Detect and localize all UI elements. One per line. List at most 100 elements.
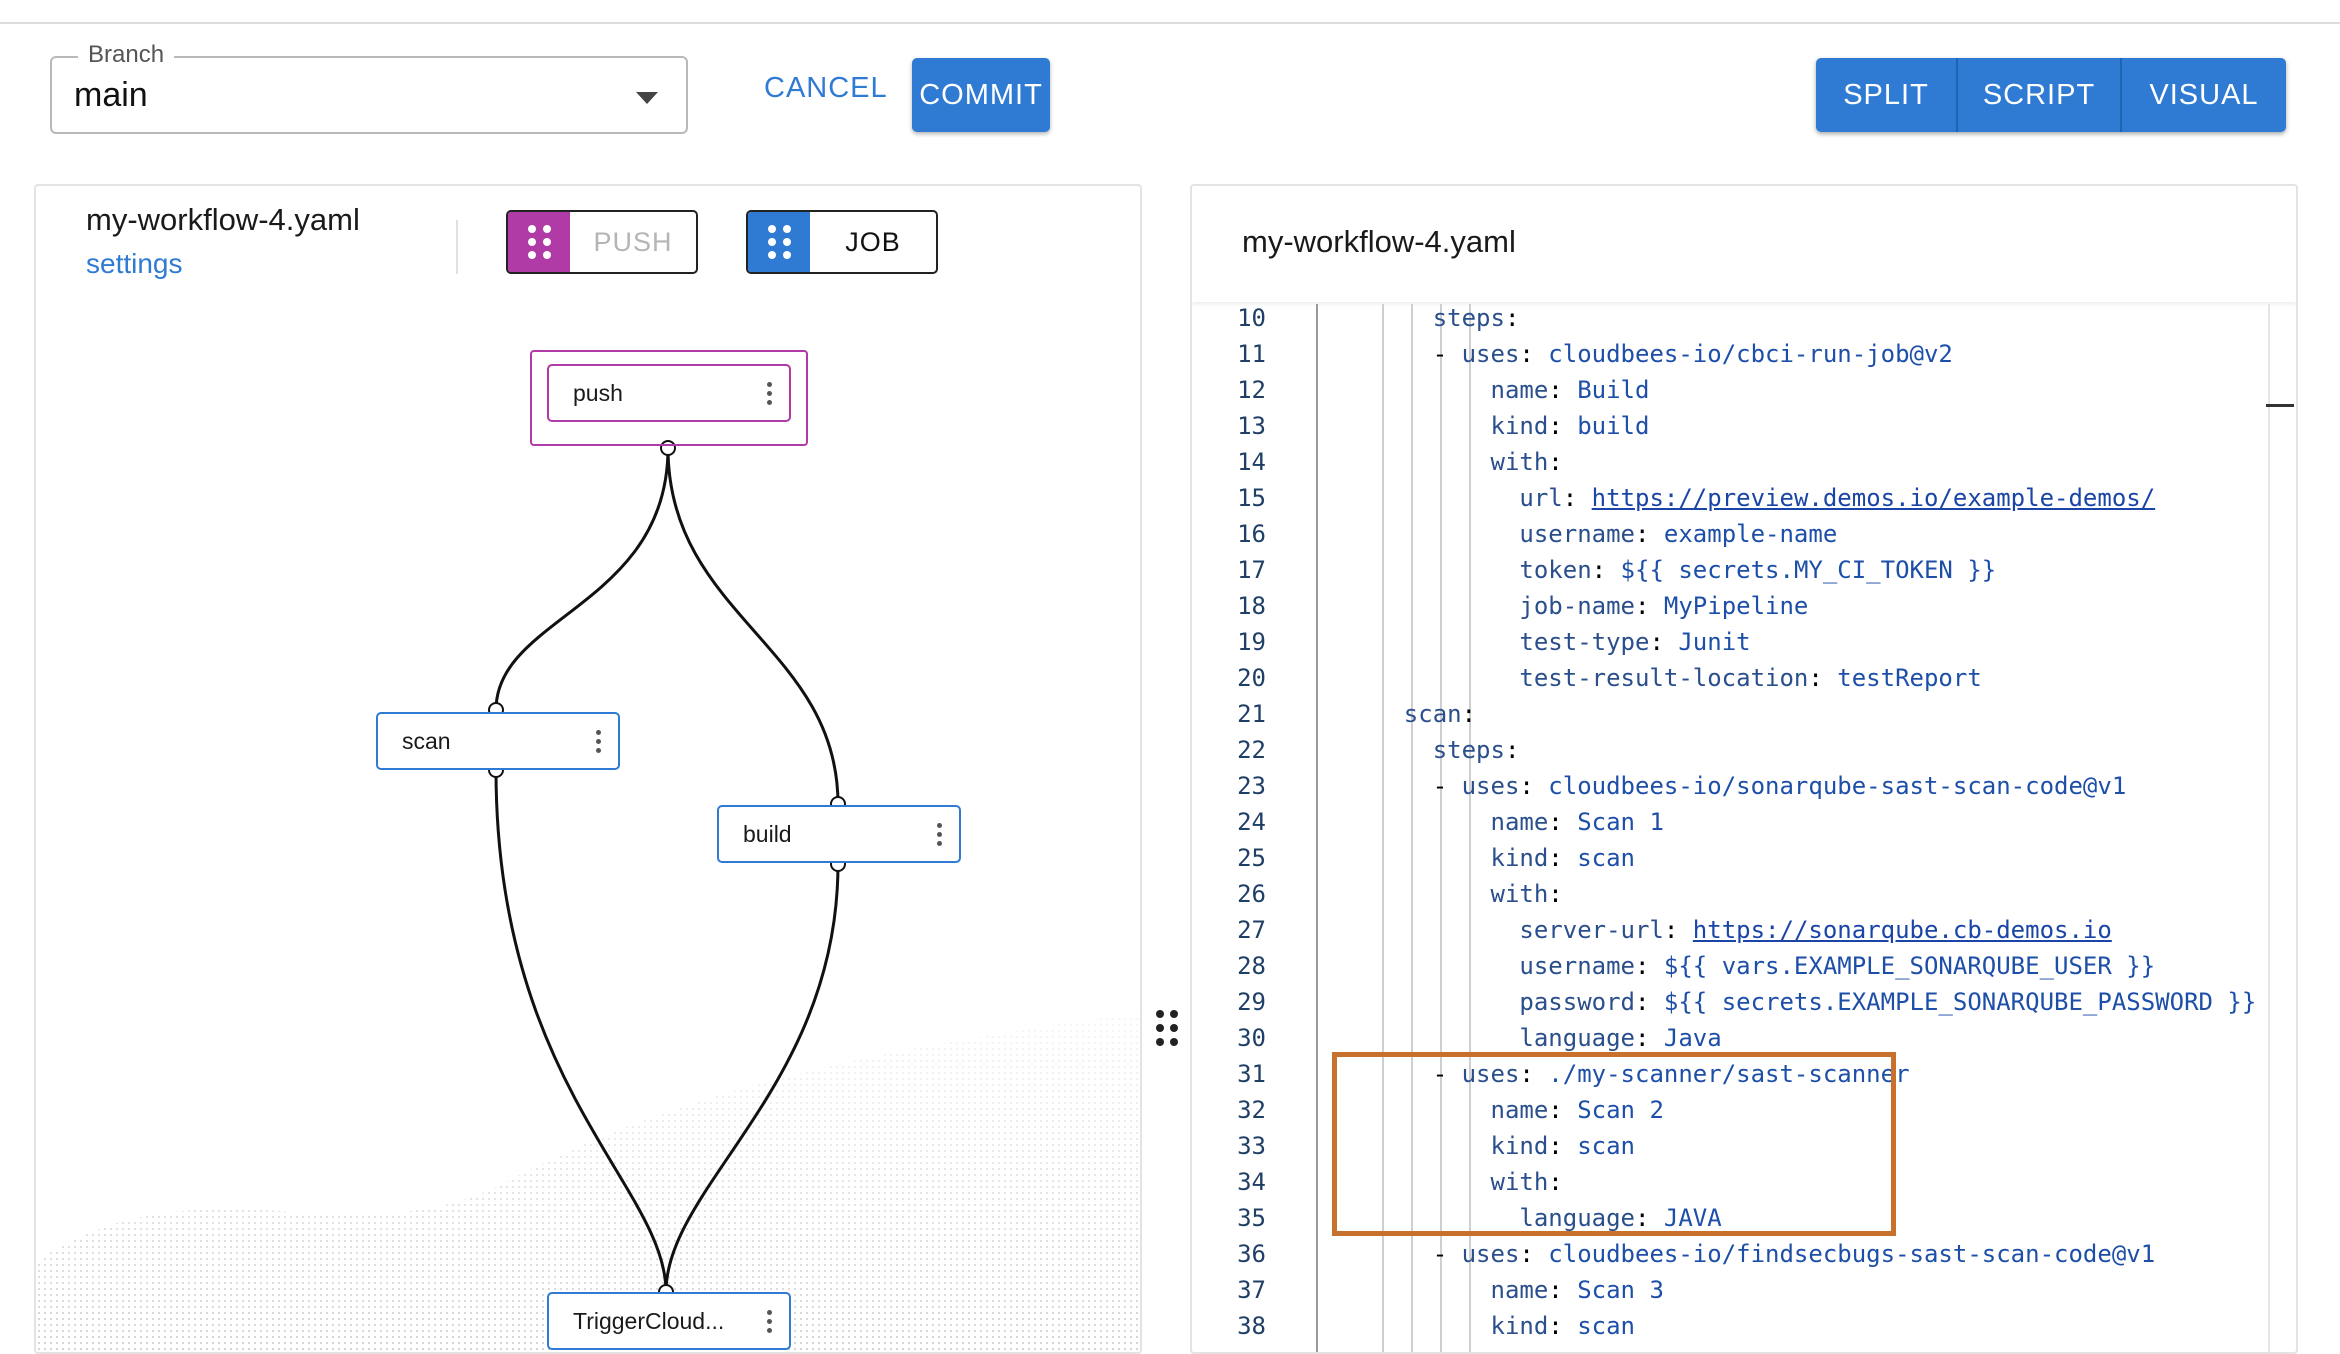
- push-trigger-chip[interactable]: PUSH: [506, 210, 698, 274]
- code-text: steps:: [1432, 736, 1534, 764]
- edge-push-build: [666, 447, 840, 805]
- node-label: TriggerCloud...: [573, 1307, 725, 1334]
- commit-button[interactable]: COMMIT: [912, 58, 1050, 132]
- panel-resize-handle[interactable]: [1156, 1010, 1178, 1046]
- code-line[interactable]: 36- uses: cloudbees-io/findsecbugs-sast-…: [1192, 1240, 2296, 1276]
- drag-handle-icon[interactable]: [508, 212, 570, 272]
- code-text: steps:: [1432, 304, 1534, 332]
- header-divider: [456, 220, 458, 274]
- line-number: 19: [1237, 628, 1266, 656]
- indent-guide: [1382, 304, 1385, 1352]
- split-view-button[interactable]: SPLIT: [1816, 58, 1958, 132]
- line-number: 28: [1237, 952, 1266, 980]
- line-number: 34: [1237, 1168, 1266, 1196]
- cancel-button[interactable]: CANCEL: [764, 72, 888, 104]
- visual-view-button[interactable]: VISUAL: [2122, 58, 2286, 132]
- push-node[interactable]: push: [547, 364, 791, 422]
- more-vert-icon[interactable]: [749, 1309, 789, 1333]
- code-line[interactable]: 26 with:: [1192, 880, 2296, 916]
- code-text: - uses: ./my-scanner/sast-scanner: [1432, 1060, 1910, 1088]
- edge-build-trigger: [664, 863, 840, 1293]
- view-mode-toggle: SPLIT SCRIPT VISUAL: [1816, 58, 2286, 132]
- branch-select[interactable]: Branch main: [50, 41, 688, 134]
- code-text: server-url: https://sonarqube.cb-demos.i…: [1519, 916, 2112, 944]
- editor-gutter-divider: [1316, 304, 1318, 1352]
- code-line[interactable]: 35 language: JAVA: [1192, 1204, 2296, 1240]
- indent-guide: [1439, 304, 1442, 1352]
- push-trigger-frame: [530, 350, 808, 446]
- code-line[interactable]: 11- uses: cloudbees-io/cbci-run-job@v2: [1192, 340, 2296, 376]
- code-text: kind: scan: [1490, 1312, 1636, 1340]
- highlighted-step-box: [1332, 1052, 1896, 1236]
- chevron-down-icon[interactable]: [636, 92, 658, 104]
- indent-guide: [1411, 304, 1414, 1352]
- code-text: language: JAVA: [1519, 1204, 1722, 1232]
- code-text: - uses: cloudbees-io/cbci-run-job@v2: [1432, 340, 1953, 368]
- scan-node[interactable]: scan: [376, 712, 620, 770]
- line-number: 35: [1237, 1204, 1266, 1232]
- line-number: 16: [1237, 520, 1266, 548]
- node-label: push: [573, 379, 623, 406]
- edge-scan-trigger: [494, 769, 668, 1293]
- drag-handle-icon[interactable]: [748, 212, 810, 272]
- code-line[interactable]: 14 with:: [1192, 448, 2296, 484]
- more-vert-icon[interactable]: [919, 822, 959, 846]
- line-number: 29: [1237, 988, 1266, 1016]
- line-number: 31: [1237, 1060, 1266, 1088]
- line-number: 15: [1237, 484, 1266, 512]
- workflow-file-name: my-workflow-4.yaml: [86, 202, 360, 237]
- build-node[interactable]: build: [717, 805, 961, 863]
- code-text: token: ${{ secrets.MY_CI_TOKEN }}: [1519, 556, 1997, 584]
- code-text: with:: [1490, 448, 1578, 476]
- code-text: username: ${{ vars.EXAMPLE_SONARQUBE_USE…: [1519, 952, 2156, 980]
- line-number: 26: [1237, 880, 1266, 908]
- node-label: build: [743, 820, 792, 847]
- job-chip[interactable]: JOB: [746, 210, 938, 274]
- code-text: kind: build: [1490, 412, 1650, 440]
- visual-editor-panel: my-workflow-4.yaml settings PUSH JOB: [34, 184, 1142, 1354]
- code-line[interactable]: 17 token: ${{ secrets.MY_CI_TOKEN }}: [1192, 556, 2296, 592]
- code-text: with:: [1490, 880, 1578, 908]
- more-vert-icon[interactable]: [578, 729, 618, 753]
- trigger-node[interactable]: TriggerCloud...: [547, 1292, 791, 1350]
- workflow-graph-edges: [488, 440, 846, 1300]
- code-text: name: Scan 3: [1490, 1276, 1664, 1304]
- node-label: scan: [402, 727, 451, 754]
- more-vert-icon[interactable]: [749, 381, 789, 405]
- code-line[interactable]: 31 - uses: ./my-scanner/sast-scanner: [1192, 1060, 2296, 1096]
- scrollbar-marker: [2266, 404, 2294, 407]
- code-line[interactable]: 28 username: ${{ vars.EXAMPLE_SONARQUBE_U…: [1192, 952, 2296, 988]
- editor-scrollbar[interactable]: [2268, 304, 2270, 1352]
- code-line[interactable]: 23- uses: cloudbees-io/sonarqube-sast-sc…: [1192, 772, 2296, 808]
- code-text: name: Scan 2: [1490, 1096, 1664, 1124]
- settings-link[interactable]: settings: [86, 248, 183, 279]
- line-number: 17: [1237, 556, 1266, 584]
- line-number: 33: [1237, 1132, 1266, 1160]
- script-view-button[interactable]: SCRIPT: [1958, 58, 2122, 132]
- line-number: 30: [1237, 1024, 1266, 1052]
- line-number: 14: [1237, 448, 1266, 476]
- decorative-wave-background: [36, 932, 1140, 1352]
